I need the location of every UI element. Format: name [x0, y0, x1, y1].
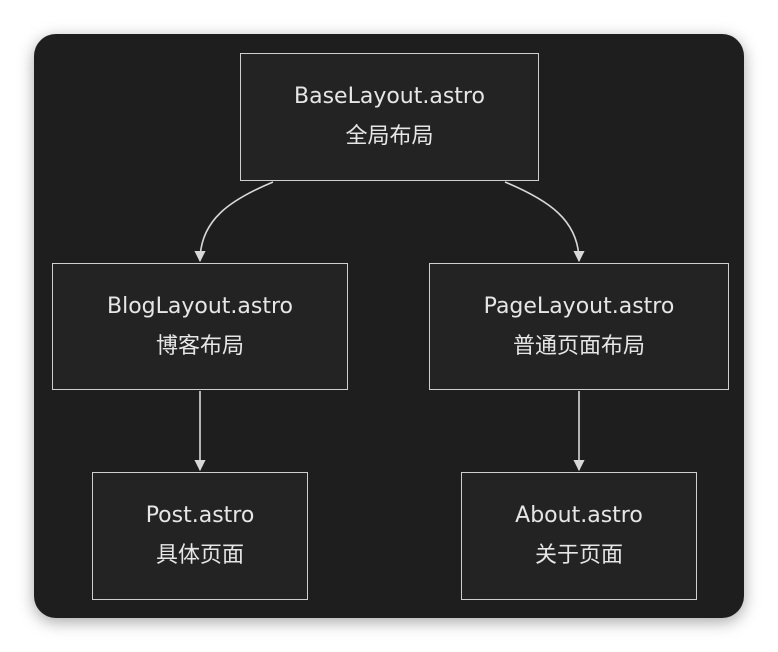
node-title: About.astro: [515, 503, 643, 528]
node-page-layout: PageLayout.astro 普通页面布局: [429, 263, 729, 390]
node-blog-layout: BlogLayout.astro 博客布局: [52, 263, 348, 390]
node-title: PageLayout.astro: [483, 293, 675, 319]
node-title: BlogLayout.astro: [106, 293, 293, 319]
node-about: About.astro 关于页面: [461, 472, 697, 600]
node-subtitle: 全局布局: [345, 124, 434, 149]
node-post: Post.astro 具体页面: [92, 472, 308, 600]
node-subtitle: 具体页面: [155, 543, 244, 568]
node-subtitle: 普通页面布局: [512, 333, 645, 359]
node-base-layout: BaseLayout.astro 全局布局: [240, 53, 539, 181]
node-title: Post.astro: [145, 503, 255, 528]
node-title: BaseLayout.astro: [294, 84, 485, 109]
node-subtitle: 博客布局: [155, 333, 244, 359]
node-subtitle: 关于页面: [534, 543, 623, 568]
